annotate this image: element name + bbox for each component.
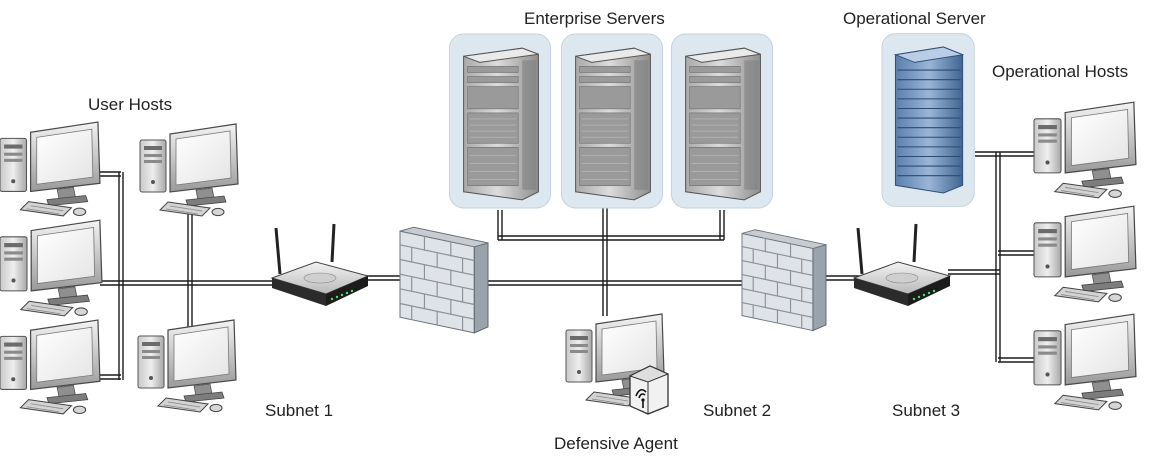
- user-hosts-label: User Hosts: [88, 95, 173, 114]
- firewall-2-icon: [741, 229, 827, 332]
- enterprise-server-icon: [448, 33, 552, 209]
- wifi-badge-icon: [628, 365, 670, 415]
- enterprise-server-icon: [670, 33, 774, 209]
- subnet-3-router-icon: [852, 222, 952, 308]
- subnet-1-label: Subnet 1: [265, 401, 334, 420]
- user-host-computer-icon: [0, 319, 101, 415]
- user-host-computer-icon: [137, 319, 237, 413]
- subnet-2-label: Subnet 2: [703, 401, 772, 420]
- user-host-computer-icon: [0, 219, 103, 317]
- defensive-agent-node: [565, 313, 670, 415]
- operational-server-icon: [881, 33, 975, 207]
- operational-host-computer-icon: [1033, 313, 1137, 411]
- operational-host-computer-icon: [1033, 101, 1137, 199]
- enterprise-servers-label: Enterprise Servers: [524, 9, 665, 28]
- subnet-3-label: Subnet 3: [892, 401, 961, 420]
- subnet-1-router-icon: [270, 222, 370, 308]
- defensive-agent-label: Defensive Agent: [554, 434, 678, 453]
- firewall-1-icon: [399, 226, 489, 334]
- enterprise-server-icon: [560, 33, 664, 209]
- operational-host-computer-icon: [1033, 205, 1137, 303]
- operational-server-label: Operational Server: [843, 9, 986, 28]
- operational-hosts-label: Operational Hosts: [992, 62, 1129, 81]
- user-host-computer-icon: [139, 123, 239, 217]
- user-host-computer-icon: [0, 121, 101, 217]
